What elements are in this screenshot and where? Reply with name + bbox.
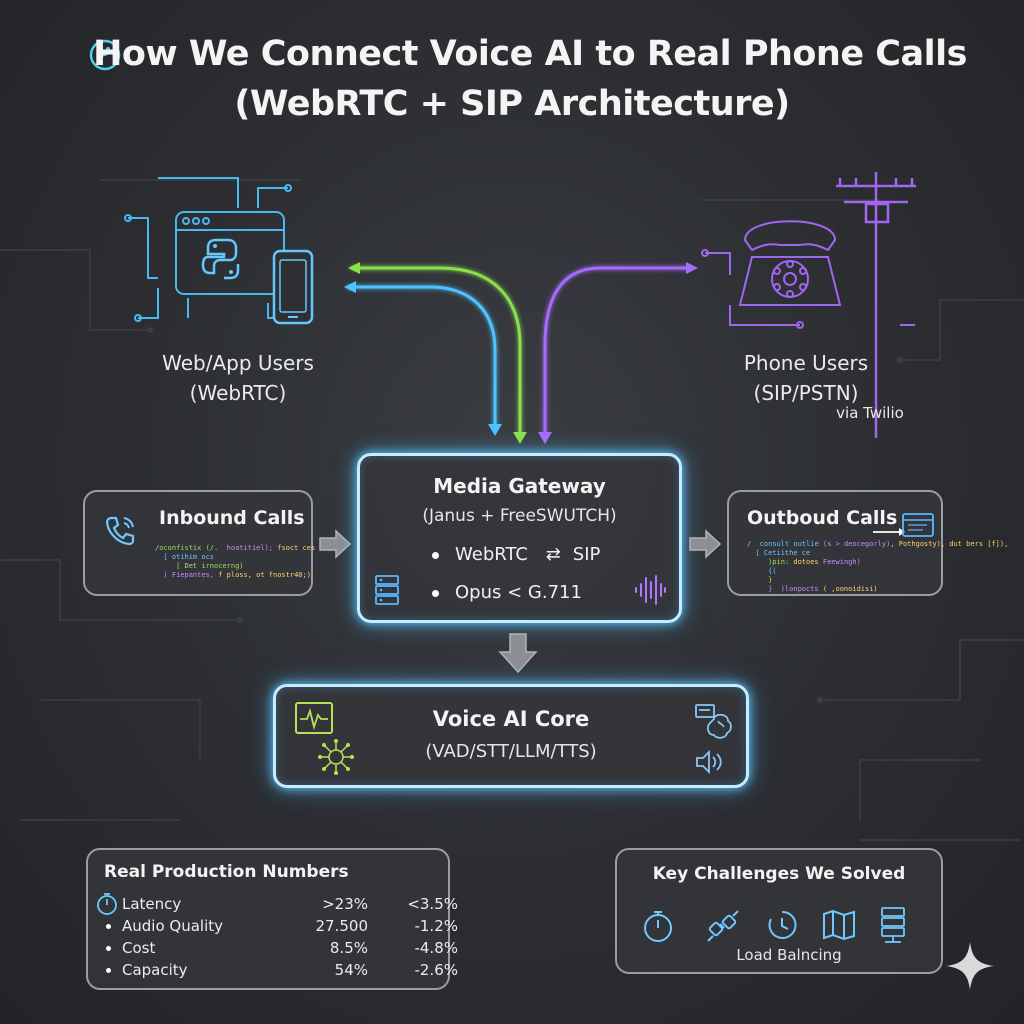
load-balancing-caption: Load Balncing: [736, 946, 842, 964]
production-numbers-table: Latency >23% <3.5% Audio Quality 27.500 …: [100, 893, 458, 981]
voice-logo-icon: [88, 38, 122, 76]
heartbeat-monitor-icon: [295, 702, 333, 734]
outbound-code-snippet: / consult outlie (s > deocegorly), Pothg…: [747, 540, 1009, 593]
stopwatch-icon: [644, 911, 672, 942]
table-row: Capacity 54% -2.6%: [100, 959, 458, 981]
table-row: Cost 8.5% -4.8%: [100, 937, 458, 959]
outbound-calls-title: Outboud Calls: [747, 507, 898, 529]
phone-handset-icon: [105, 516, 135, 546]
speaker-icon: [696, 749, 722, 775]
voice-ai-core-subtitle: (VAD/STT/LLM/TTS): [425, 741, 597, 762]
server-icon: [881, 907, 905, 943]
waveform-icon: [635, 575, 666, 605]
voice-ai-core-box: Voice AI Core (VAD/STT/LLM/TTS): [273, 684, 749, 788]
flow-arrows: [344, 262, 698, 444]
smartphone-icon: [272, 249, 314, 325]
clock-icon: [768, 910, 797, 939]
production-numbers-panel: Real Production Numbers: [86, 848, 450, 990]
python-icon: [201, 238, 240, 280]
gateway-bullet-codecs: Opus < G.711: [432, 582, 582, 603]
via-twilio-label: via Twilio: [836, 404, 904, 422]
phone-users-label: Phone Users (SIP/PSTN): [743, 351, 869, 405]
rotary-phone-icon: [701, 220, 915, 329]
media-gateway-box: Media Gateway (Janus + FreeSWUTCH) WebRT…: [357, 453, 682, 623]
page-title-line1: How We Connect Voice AI to Real Phone Ca…: [93, 34, 967, 74]
map-icon: [823, 909, 855, 941]
voice-ai-core-title: Voice AI Core: [432, 707, 590, 731]
telephone-pole-icon: [836, 172, 916, 438]
key-challenges-title: Key Challenges We Solved: [652, 864, 906, 884]
plug-icon: [707, 910, 739, 942]
inbound-code-snippet: /oconfistix (/. hoatitiel); fsoct ces )t…: [155, 544, 333, 579]
arrow-down-icon: [498, 633, 538, 674]
arrow-right-icon: [689, 529, 722, 559]
media-gateway-subtitle: (Janus + FreeSWUTCH): [422, 506, 617, 526]
outbound-calls-box: Outboud Calls / consult outlie (s > deoc…: [727, 490, 1008, 596]
outbound-window-icon: [873, 513, 934, 537]
inbound-calls-box: Inbound Calls /oconfistix (/. hoatitiel)…: [83, 490, 332, 596]
arrow-right-icon: [319, 529, 352, 559]
table-row: Audio Quality 27.500 -1.2%: [100, 915, 458, 937]
server-icon: [375, 575, 399, 605]
media-gateway-title: Media Gateway: [433, 474, 606, 498]
page-title-line2: (WebRTC + SIP Architecture): [234, 84, 790, 124]
key-challenges-panel: Key Challenges We Solved Load Balncing: [615, 848, 943, 974]
inbound-calls-title: Inbound Calls: [159, 507, 305, 529]
sparkle-icon: [946, 942, 994, 990]
neural-network-icon: [318, 739, 354, 775]
table-row: Latency >23% <3.5%: [122, 895, 458, 913]
brain-icon: [695, 704, 732, 739]
stopwatch-icon: [97, 893, 117, 915]
gateway-bullet-protocols: WebRTC ⇄SIP: [432, 544, 600, 565]
production-numbers-title: Real Production Numbers: [104, 862, 349, 882]
web-users-label: Web/App Users (WebRTC): [162, 351, 314, 405]
